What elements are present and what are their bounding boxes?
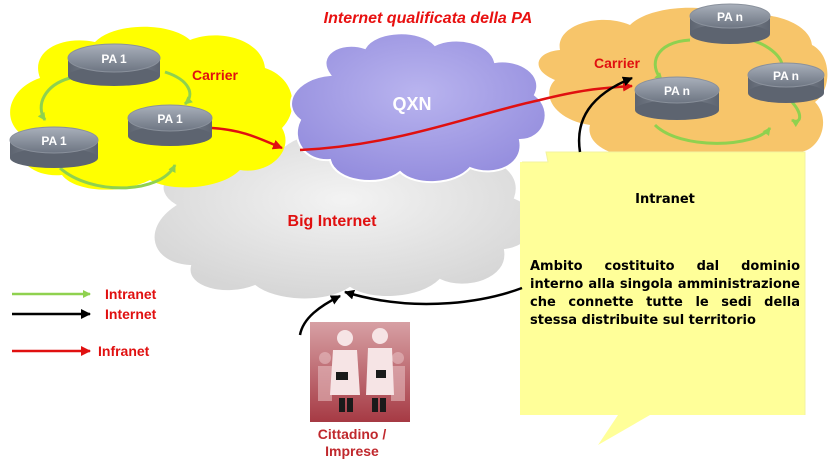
caption-line-2: Imprese xyxy=(325,443,379,459)
carrier-left-label: Carrier xyxy=(192,67,238,83)
intranet-callout xyxy=(520,151,806,445)
citizens-caption: Cittadino / Imprese xyxy=(300,426,404,460)
router-label: PA n xyxy=(664,84,690,98)
router-left-mid: PA 1 xyxy=(127,104,213,146)
intranet-links-left xyxy=(37,70,193,190)
legend-infranet-label: Infranet xyxy=(98,343,150,359)
router-left-bottom: PA 1 xyxy=(9,126,99,168)
diagram-title: Internet qualificata della PA xyxy=(323,10,533,27)
callout-title: Intranet xyxy=(635,192,695,207)
caption-line-1: Cittadino / xyxy=(317,426,387,442)
qxn-label: QXN xyxy=(392,94,431,114)
router-right-top: PA n xyxy=(689,3,771,44)
internet-links xyxy=(298,76,633,336)
router-label: PA 1 xyxy=(157,112,183,126)
legend-internet-label: Internet xyxy=(105,306,157,322)
router-label: PA 1 xyxy=(41,134,67,148)
legend-arrows xyxy=(12,290,91,356)
router-label: PA n xyxy=(773,69,799,83)
router-label: PA n xyxy=(717,10,743,24)
big-internet-label: Big Internet xyxy=(288,213,378,230)
callout-body: Ambito costituito dal dominio interno al… xyxy=(530,259,800,328)
citizens-icon xyxy=(310,322,410,422)
router-left-top: PA 1 xyxy=(67,43,161,86)
router-right-left: PA n xyxy=(634,76,720,120)
router-label: PA 1 xyxy=(101,52,127,66)
infranet-links xyxy=(211,81,633,152)
carrier-right-label: Carrier xyxy=(594,55,640,71)
router-right-right: PA n xyxy=(747,62,825,103)
legend-intranet-label: Intranet xyxy=(105,286,157,302)
